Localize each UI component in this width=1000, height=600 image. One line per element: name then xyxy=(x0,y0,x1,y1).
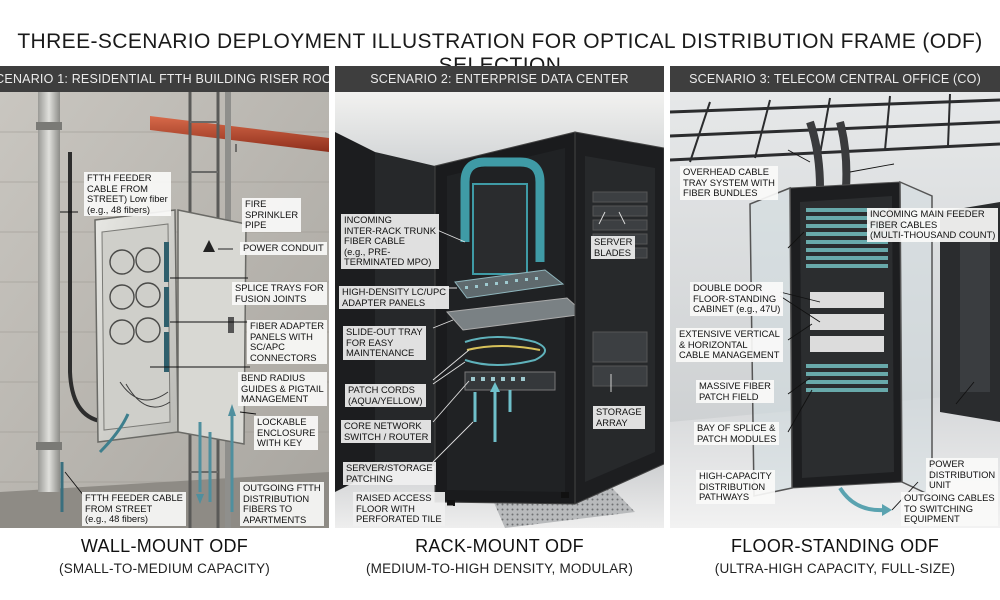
scenario-2-caption-title: RACK-MOUNT ODF xyxy=(415,536,584,556)
callout-patch-cords: PATCH CORDS (AQUA/YELLOW) xyxy=(345,384,426,408)
scenario-2-header: SCENARIO 2: ENTERPRISE DATA CENTER xyxy=(335,66,664,92)
callout-outgoing-ftth-fibers: OUTGOING FTTH DISTRIBUTION FIBERS TO APA… xyxy=(240,482,324,527)
callout-inter-rack-trunk-cable: INCOMING INTER-RACK TRUNK FIBER CABLE (e… xyxy=(341,214,440,269)
scenario-1-caption-title: WALL-MOUNT ODF xyxy=(80,536,249,556)
scenario-3-caption-subtitle: (ULTRA-HIGH CAPACITY, FULL-SIZE) xyxy=(714,561,956,576)
callout-overhead-cable-tray: OVERHEAD CABLE TRAY SYSTEM WITH FIBER BU… xyxy=(680,166,778,200)
callout-power-distribution-unit: POWER DISTRIBUTION UNIT xyxy=(926,458,999,492)
scenario-3-caption: FLOOR-STANDING ODF (ULTRA-HIGH CAPACITY,… xyxy=(670,536,1000,576)
scenario-1-caption: WALL-MOUNT ODF (SMALL-TO-MEDIUM CAPACITY… xyxy=(0,536,329,576)
scenario-2-panel: SCENARIO 2: ENTERPRISE DATA CENTER xyxy=(335,66,664,528)
callout-storage-array: STORAGE ARRAY xyxy=(593,406,645,430)
scenario-1-panel: SCENARIO 1: RESIDENTIAL FTTH BUILDING RI… xyxy=(0,66,329,528)
callout-server-blades: SERVER BLADES xyxy=(591,236,636,260)
callout-bend-radius-guides: BEND RADIUS GUIDES & PIGTAIL MANAGEMENT xyxy=(238,372,327,406)
callout-slide-out-tray: SLIDE-OUT TRAY FOR EASY MAINTENANCE xyxy=(343,326,426,360)
scenario-2-caption: RACK-MOUNT ODF (MEDIUM-TO-HIGH DENSITY, … xyxy=(335,536,664,576)
callout-power-conduit: POWER CONDUIT xyxy=(240,242,327,255)
callout-cable-management: EXTENSIVE VERTICAL & HORIZONTAL CABLE MA… xyxy=(676,328,783,362)
callout-lc-upc-adapter-panels: HIGH-DENSITY LC/UPC ADAPTER PANELS xyxy=(339,286,450,310)
callout-splice-trays: SPLICE TRAYS FOR FUSION JOINTS xyxy=(232,282,327,306)
scenario-1-caption-subtitle: (SMALL-TO-MEDIUM CAPACITY) xyxy=(59,561,270,576)
scenario-1-illustration xyxy=(0,92,329,528)
scenario-3-panel: SCENARIO 3: TELECOM CENTRAL OFFICE (CO) xyxy=(670,66,1000,528)
scenario-2-caption-subtitle: (MEDIUM-TO-HIGH DENSITY, MODULAR) xyxy=(365,561,634,576)
callout-core-network-switch: CORE NETWORK SWITCH / ROUTER xyxy=(341,420,432,444)
callout-distribution-pathways: HIGH-CAPACITY DISTRIBUTION PATHWAYS xyxy=(696,470,775,504)
callout-double-door-cabinet: DOUBLE DOOR FLOOR-STANDING CABINET (e.g.… xyxy=(690,282,784,316)
callout-bay-splice-patch: BAY OF SPLICE & PATCH MODULES xyxy=(694,422,780,446)
callout-incoming-main-feeder: INCOMING MAIN FEEDER FIBER CABLES (MULTI… xyxy=(867,208,999,242)
scenario-3-caption-title: FLOOR-STANDING ODF xyxy=(730,536,940,556)
callout-lockable-enclosure: LOCKABLE ENCLOSURE WITH KEY xyxy=(254,416,319,450)
callout-fiber-adapter-panels: FIBER ADAPTER PANELS WITH SC/APC CONNECT… xyxy=(247,320,327,365)
callout-server-storage-patching: SERVER/STORAGE PATCHING xyxy=(343,462,436,486)
callout-feeder-cable-top: FTTH FEEDER CABLE FROM STREET) Low fiber… xyxy=(84,172,171,217)
callout-outgoing-cables: OUTGOING CABLES TO SWITCHING EQUIPMENT xyxy=(901,492,998,526)
scenario-3-header: SCENARIO 3: TELECOM CENTRAL OFFICE (CO) xyxy=(670,66,1000,92)
callout-massive-patch-field: MASSIVE FIBER PATCH FIELD xyxy=(696,380,774,404)
scenario-1-header: SCENARIO 1: RESIDENTIAL FTTH BUILDING RI… xyxy=(0,66,329,92)
callout-fire-sprinkler-pipe: FIRE SPRINKLER PIPE xyxy=(242,198,302,232)
callout-feeder-cable-bottom: FTTH FEEDER CABLE FROM STREET (e.g., 48 … xyxy=(82,492,186,526)
callout-raised-access-floor: RAISED ACCESS FLOOR WITH PERFORATED TILE xyxy=(353,492,445,526)
